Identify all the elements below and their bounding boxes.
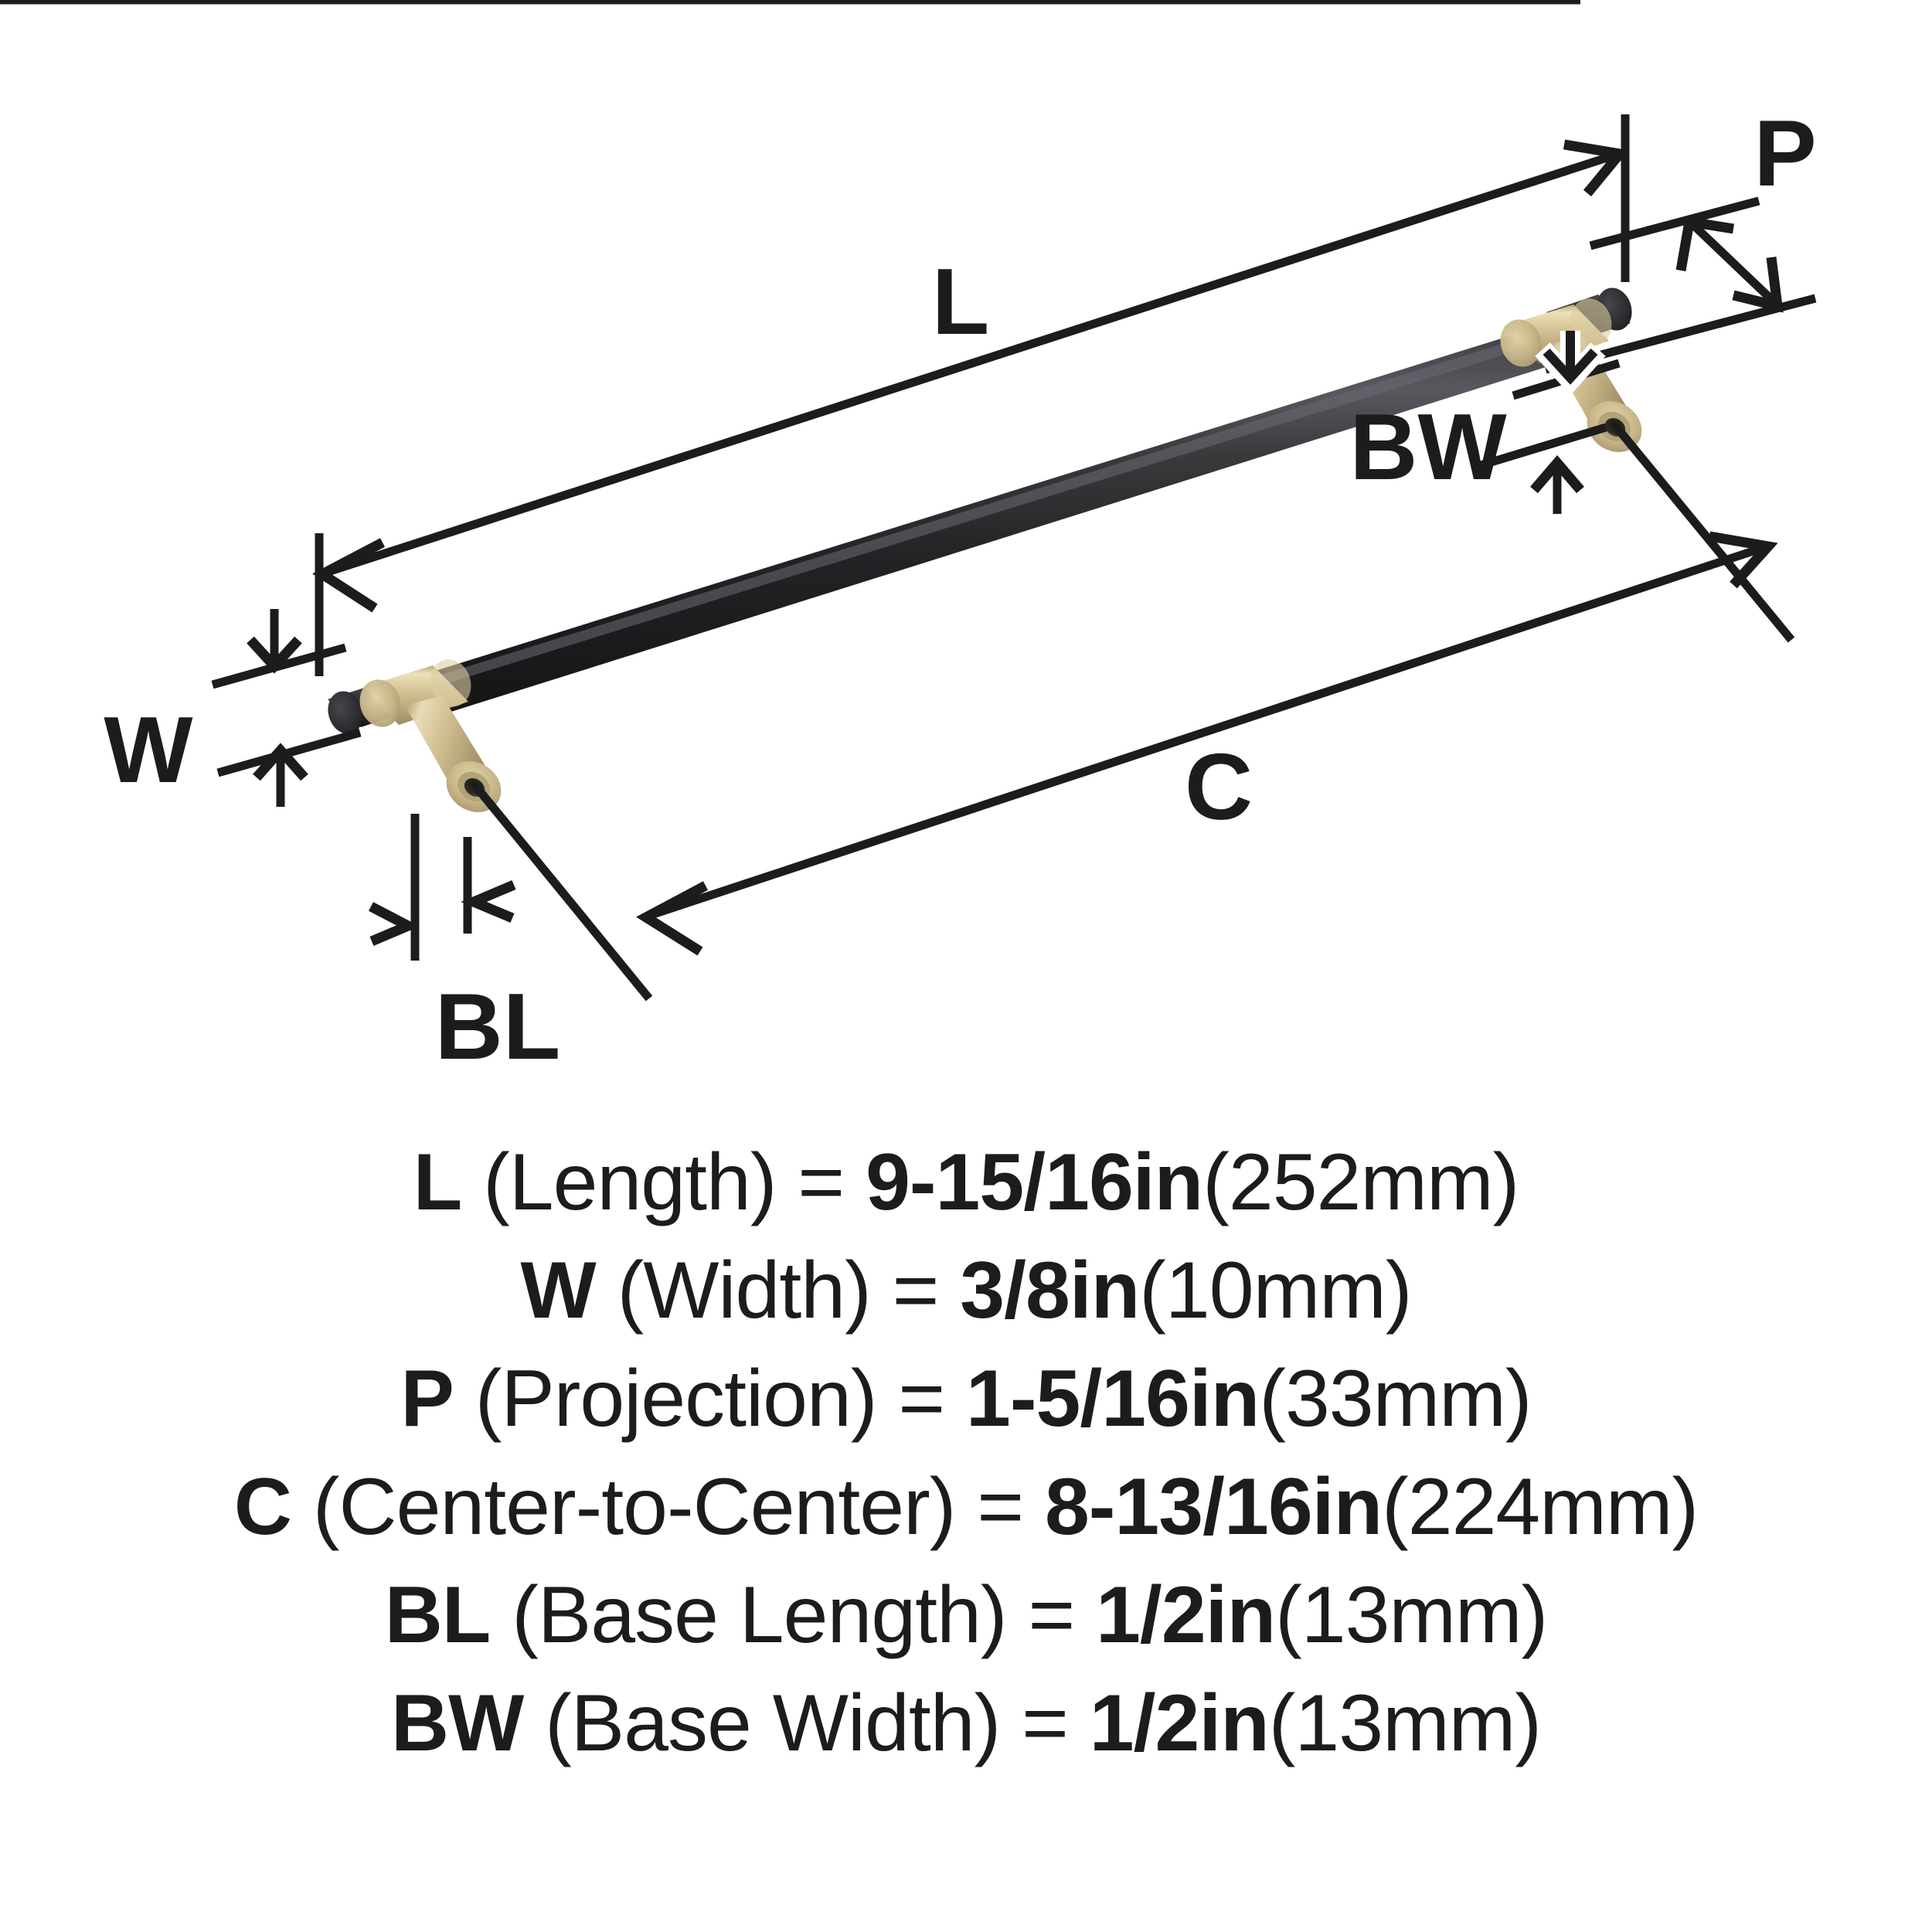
projection-extension-top (1589, 196, 1760, 250)
base-width-arrow-up-head (1530, 455, 1584, 494)
pull-handle-render (328, 287, 1642, 812)
base-width-arrow-up (1530, 455, 1584, 514)
legend-metric-BL: (13mm) (1275, 1570, 1548, 1660)
width-arrow-down-head (247, 636, 302, 674)
legend-value-L: 9-15/16in (866, 1138, 1203, 1227)
legend-eq-L: = (798, 1138, 845, 1227)
legend-value-W: 3/8in (960, 1246, 1140, 1335)
legend-eq-BL: = (1028, 1570, 1075, 1660)
legend-row-length: L (Length) = 9-15/16in(252mm) (0, 1128, 1932, 1236)
projection-dimension-line (1689, 221, 1778, 306)
dimension-legend: L (Length) = 9-15/16in(252mm) W (Width) … (0, 1128, 1932, 1777)
dimension-labels: L W P C BL BW (104, 100, 1816, 1079)
legend-name-P: (Projection) (474, 1354, 878, 1444)
legend-metric-W: (10mm) (1139, 1246, 1412, 1335)
legend-symbol-BW: BW (391, 1679, 524, 1768)
legend-name-L: (Length) (483, 1138, 777, 1227)
legend-name-W: (Width) (617, 1246, 872, 1335)
legend-symbol-L: L (413, 1138, 463, 1227)
base-length-dimension (368, 814, 516, 961)
legend-value-C: 8-13/16in (1044, 1462, 1383, 1552)
legend-metric-P: (33mm) (1259, 1354, 1532, 1444)
legend-row-base-width: BW (Base Width) = 1/2in(13mm) (0, 1669, 1932, 1777)
label-L: L (932, 249, 990, 354)
ctc-arrow-right (1708, 531, 1778, 589)
legend-value-BW: 1/2in (1089, 1679, 1270, 1768)
base-width-dimension (1477, 331, 1621, 514)
legend-metric-BW: (13mm) (1268, 1679, 1542, 1768)
width-dimension (211, 609, 362, 807)
width-arrow-up-head (253, 743, 308, 781)
legend-name-BL: (Base Length) (512, 1570, 1007, 1660)
legend-symbol-C: C (233, 1462, 292, 1552)
ctc-dimension-line (645, 541, 1771, 921)
legend-symbol-P: P (400, 1354, 454, 1444)
legend-metric-L: (252mm) (1202, 1138, 1519, 1227)
label-BL: BL (435, 974, 561, 1079)
legend-row-width: W (Width) = 3/8in(10mm) (0, 1236, 1932, 1345)
label-C: C (1185, 734, 1253, 839)
label-W: W (104, 697, 193, 802)
base-length-arrow-left (368, 902, 420, 946)
center-to-center-dimension (473, 424, 1795, 1002)
legend-row-projection: P (Projection) = 1-5/16in(33mm) (0, 1345, 1932, 1453)
legend-name-C: (Center-to-Center) (312, 1462, 957, 1552)
legend-symbol-BL: BL (384, 1570, 492, 1660)
length-arrow-left (312, 538, 386, 613)
legend-name-BW: (Base Width) (545, 1679, 1001, 1768)
dimension-lines (0, 0, 1817, 1002)
ctc-extension-right (1613, 424, 1795, 643)
legend-symbol-W: W (520, 1246, 597, 1335)
legend-value-BL: 1/2in (1096, 1570, 1276, 1660)
projection-arrow-down (1732, 257, 1784, 313)
base-width-extension-bottom (1477, 423, 1607, 471)
legend-row-center-to-center: C (Center-to-Center) = 8-13/16in(224mm) (0, 1453, 1932, 1561)
length-dimension-line (321, 148, 1623, 578)
label-BW: BW (1349, 394, 1507, 499)
legend-row-base-length: BL (Base Length) = 1/2in(13mm) (0, 1561, 1932, 1669)
legend-eq-C: = (977, 1462, 1024, 1552)
legend-eq-BW: = (1022, 1679, 1069, 1768)
legend-eq-W: = (892, 1246, 940, 1335)
label-P: P (1753, 100, 1816, 206)
base-length-arrow-right (461, 880, 516, 923)
length-arrow-right (1563, 139, 1630, 197)
base-width-arrow-down (1535, 331, 1606, 396)
ctc-extension-left (473, 784, 653, 1002)
legend-eq-P: = (898, 1354, 945, 1444)
projection-arrow-up (1675, 216, 1735, 272)
ctc-arrow-left (636, 881, 709, 956)
black-bar (396, 318, 1595, 719)
legend-metric-C: (224mm) (1382, 1462, 1699, 1552)
legend-value-P: 1-5/16in (966, 1354, 1260, 1444)
